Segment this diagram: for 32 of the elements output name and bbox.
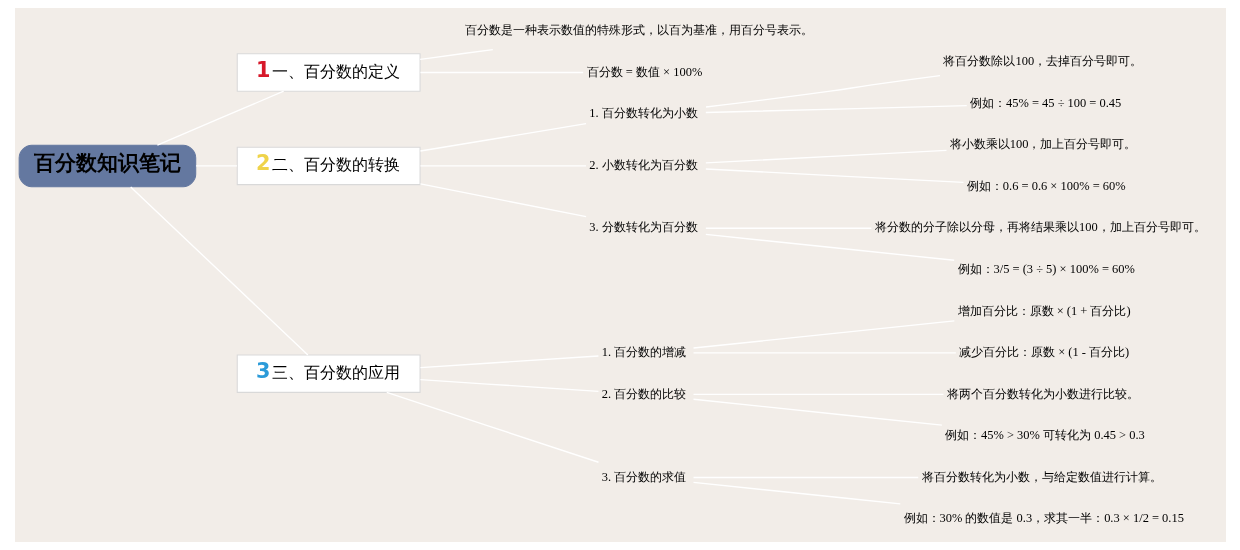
node-text: 1. 百分数的增减 xyxy=(601,345,686,360)
connector xyxy=(156,90,284,146)
node-text: 减少百分比：原数 × (1 - 百分比) xyxy=(958,345,1129,360)
node-text: 1. 百分数转化为小数 xyxy=(588,106,698,121)
node-text: 例如：45% > 30% 可转化为 0.45 > 0.3 xyxy=(944,428,1145,443)
connector xyxy=(419,355,599,369)
node-text: 百分数是一种表示数值的特殊形式，以百为基准，用百分号表示。 xyxy=(464,23,813,38)
node-text: 例如：0.6 = 0.6 × 100% = 60% xyxy=(966,178,1126,193)
node-text: 3. 百分数的求值 xyxy=(601,469,686,484)
node-text: 将小数乘以100，加上百分号即可。 xyxy=(949,137,1136,152)
node-text: 例如：45% = 45 ÷ 100 = 0.45 xyxy=(969,95,1121,110)
node-text: 3. 分数转化为百分数 xyxy=(588,220,698,235)
connector xyxy=(129,186,309,356)
node-text: 2. 百分数的比较 xyxy=(601,386,686,401)
connector xyxy=(418,49,493,61)
node-text: 例如：30% 的数值是 0.3，求其一半：0.3 × 1/2 = 0.15 xyxy=(903,511,1184,526)
connector xyxy=(419,183,587,218)
node-text: 将分数的分子除以分母，再将结果乘以100，加上百分号即可。 xyxy=(874,220,1206,235)
node-text: 百分数 = 数值 × 100% xyxy=(586,64,702,79)
node-text: 将百分数转化为小数，与给定数值进行计算。 xyxy=(921,469,1162,484)
node-text: 将百分数除以100，去掉百分号即可。 xyxy=(943,54,1142,69)
node-text: 2. 小数转化为百分数 xyxy=(588,158,698,173)
connector xyxy=(419,378,599,393)
node-box: 3三、百分数的应用 xyxy=(236,354,421,393)
node-box: 2二、百分数的转换 xyxy=(236,146,421,186)
connector xyxy=(385,391,599,463)
node-text: 增加百分比：原数 × (1 + 百分比) xyxy=(957,303,1131,318)
node-text: 例如：3/5 = (3 ÷ 5) × 100% = 60% xyxy=(957,262,1135,277)
node-text: 将两个百分数转化为小数进行比较。 xyxy=(946,386,1139,401)
node-box: 1一、百分数的定义 xyxy=(236,53,421,92)
connector xyxy=(419,123,587,152)
node-box: 百分数知识笔记 xyxy=(18,144,196,188)
